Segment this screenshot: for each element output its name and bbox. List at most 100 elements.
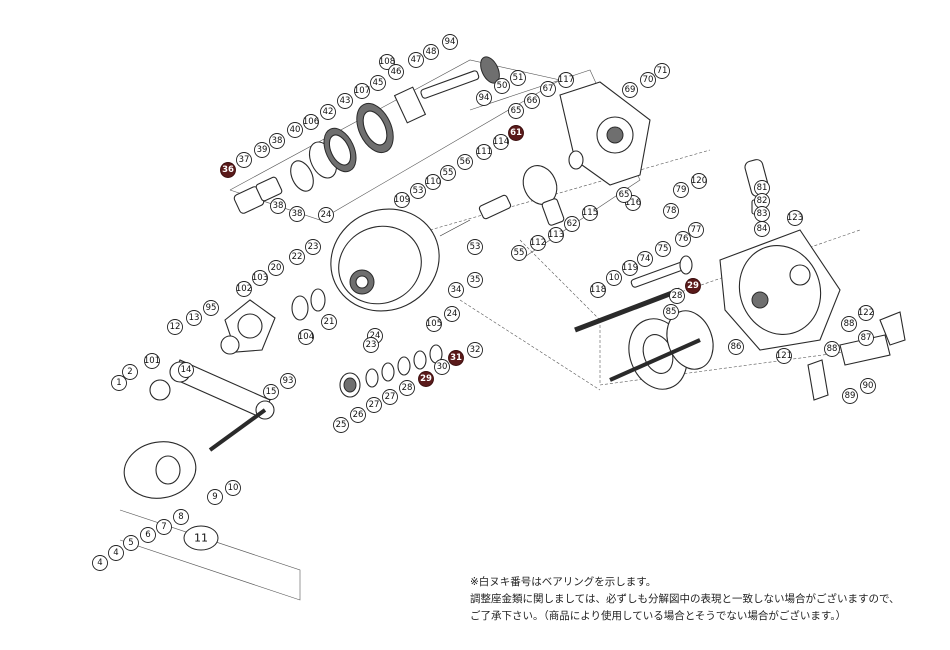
callout-23: 23 bbox=[305, 239, 321, 255]
callout-circle bbox=[691, 173, 707, 189]
callout-circle bbox=[590, 282, 606, 298]
callout-circle bbox=[787, 210, 803, 226]
callout-47: 47 bbox=[408, 52, 424, 68]
callout-117: 117 bbox=[558, 72, 574, 88]
callout-27: 27 bbox=[366, 397, 382, 413]
callout-circle bbox=[457, 154, 473, 170]
callout-circle bbox=[858, 330, 874, 346]
callout-number: 81 bbox=[757, 183, 768, 193]
callout-number: 110 bbox=[425, 177, 441, 187]
callout-number: 123 bbox=[787, 213, 803, 223]
callout-109: 109 bbox=[394, 192, 410, 208]
callout-circle bbox=[423, 44, 439, 60]
callout-circle bbox=[564, 216, 580, 232]
callout-circle bbox=[320, 104, 336, 120]
callout-circle bbox=[287, 122, 303, 138]
callout-circle bbox=[269, 133, 285, 149]
callout-1: 1 bbox=[111, 375, 127, 391]
callout-number: 90 bbox=[863, 381, 874, 391]
callout-circle bbox=[173, 509, 189, 525]
callout-circle bbox=[425, 174, 441, 190]
callout-number: 119 bbox=[622, 263, 638, 273]
callout-bearing-31: 31 bbox=[448, 350, 464, 366]
callout-number: 94 bbox=[479, 93, 490, 103]
callout-circle bbox=[754, 221, 770, 237]
callout-101: 101 bbox=[144, 353, 160, 369]
callout-number: 10 bbox=[228, 483, 239, 493]
group-label: 11 bbox=[183, 525, 219, 551]
callout-number: 46 bbox=[391, 67, 402, 77]
callout-circle bbox=[510, 70, 526, 86]
callout-number: 113 bbox=[548, 230, 564, 240]
callout-38: 38 bbox=[289, 206, 305, 222]
callout-number: 24 bbox=[321, 210, 332, 220]
callout-number: 36 bbox=[222, 165, 234, 175]
callout-number: 56 bbox=[460, 157, 471, 167]
callout-number: 28 bbox=[402, 383, 413, 393]
callout-circle bbox=[467, 272, 483, 288]
callout-circle bbox=[655, 241, 671, 257]
note-line-2: 調整座金類に関しましては、必ずしも分解図中の表現と一致しない場合がございますので… bbox=[470, 593, 900, 605]
callout-number: 121 bbox=[776, 351, 792, 361]
callout-circle bbox=[92, 555, 108, 571]
callout-number: 105 bbox=[426, 319, 442, 329]
callout-32: 32 bbox=[467, 342, 483, 358]
callout-77: 77 bbox=[688, 222, 704, 238]
callout-48: 48 bbox=[423, 44, 439, 60]
callout-number: 53 bbox=[470, 242, 481, 252]
callout-94: 94 bbox=[476, 90, 492, 106]
callout-number: 31 bbox=[450, 353, 462, 363]
callout-5: 5 bbox=[123, 535, 139, 551]
callout-circle bbox=[673, 182, 689, 198]
callout-22: 22 bbox=[289, 249, 305, 265]
callout-number: 79 bbox=[676, 185, 687, 195]
callout-2: 2 bbox=[122, 364, 138, 380]
callout-25: 25 bbox=[333, 417, 349, 433]
callout-number: 29 bbox=[420, 374, 432, 384]
callout-number: 55 bbox=[443, 168, 454, 178]
callout-circle bbox=[263, 384, 279, 400]
callout-number: 122 bbox=[858, 308, 874, 318]
callout-number: 15 bbox=[266, 387, 277, 397]
callout-circle bbox=[824, 341, 840, 357]
callout-circle bbox=[637, 251, 653, 267]
callout-number: 2 bbox=[127, 367, 132, 377]
callout-circle bbox=[236, 281, 252, 297]
callout-83: 83 bbox=[754, 206, 770, 222]
callout-number: 88 bbox=[827, 344, 838, 354]
callout-number: 62 bbox=[567, 219, 578, 229]
callout-24: 24 bbox=[444, 306, 460, 322]
callout-number: 108 bbox=[379, 57, 395, 67]
callout-circle bbox=[305, 239, 321, 255]
callout-bearing-29: 29 bbox=[418, 371, 434, 387]
callout-number: 109 bbox=[394, 195, 410, 205]
callout-circle bbox=[337, 93, 353, 109]
callout-number: 112 bbox=[530, 238, 546, 248]
note-line-1: ※白ヌキ番号はベアリングを示します。 bbox=[470, 576, 657, 588]
callout-46: 46 bbox=[388, 64, 404, 80]
callout-108: 108 bbox=[379, 54, 395, 70]
callout-53: 53 bbox=[410, 183, 426, 199]
callout-7: 7 bbox=[156, 519, 172, 535]
callout-13: 13 bbox=[186, 310, 202, 326]
callout-15: 15 bbox=[263, 384, 279, 400]
callout-121: 121 bbox=[776, 348, 792, 364]
callout-circle bbox=[530, 235, 546, 251]
callout-93: 93 bbox=[280, 373, 296, 389]
callout-53: 53 bbox=[467, 239, 483, 255]
callout-95: 95 bbox=[203, 300, 219, 316]
callout-circle bbox=[408, 52, 424, 68]
callout-14: 14 bbox=[178, 362, 194, 378]
callout-circle bbox=[669, 288, 685, 304]
callout-circle bbox=[548, 227, 564, 243]
callout-number: 115 bbox=[582, 208, 598, 218]
callout-circle bbox=[318, 207, 334, 223]
callout-55: 55 bbox=[511, 245, 527, 261]
callout-112: 112 bbox=[530, 235, 546, 251]
gear-train-assembly bbox=[233, 56, 500, 214]
callout-number: 89 bbox=[845, 391, 856, 401]
callout-113: 113 bbox=[548, 227, 564, 243]
callout-number: 10 bbox=[609, 273, 620, 283]
callout-circle bbox=[399, 380, 415, 396]
